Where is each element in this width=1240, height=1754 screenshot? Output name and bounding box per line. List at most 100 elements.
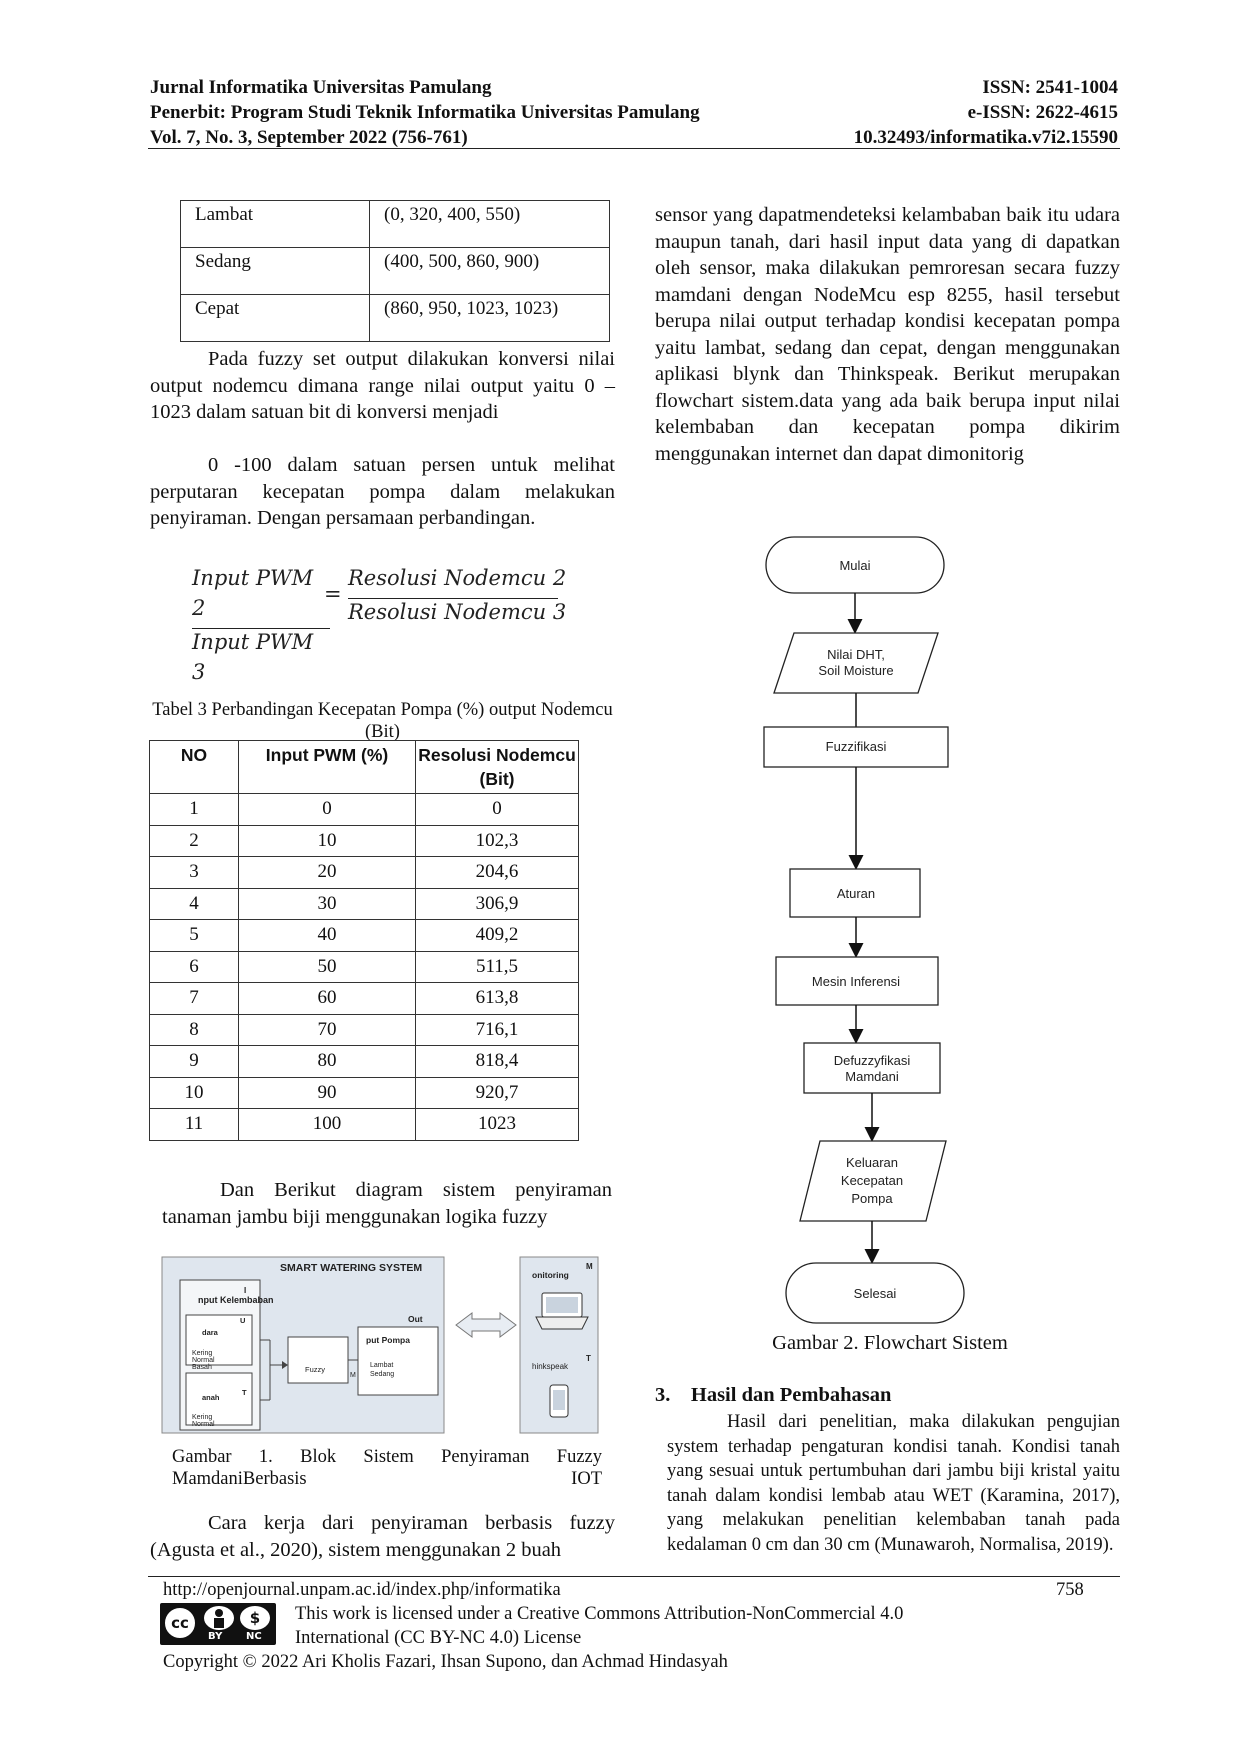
section-title: 3. Hasil dan Pembahasan [655,1384,892,1406]
udara-item: Kering [192,1350,212,1357]
table-cell: 4 [149,887,239,920]
fuzzification-box [763,726,949,768]
cc-license-badge[interactable]: cc $ BY NC [160,1603,276,1645]
paragraph-results: Hasil dari penelitian, maka dilakukan pe… [667,1412,1120,1555]
table-cell: 204,6 [415,856,579,889]
output-item: Lambat [370,1362,393,1369]
thingspeak-label: hinkspeak [532,1362,569,1371]
bidirectional-arrow [455,1312,517,1338]
output-label: Pompa [851,1191,893,1206]
table-cell: 10 [149,1076,239,1109]
column-header: Input PWM (%) [238,740,416,794]
issn: ISSN: 2541-1004 [982,77,1118,98]
table-cell: 10 [238,824,416,857]
table-cell: (400, 500, 860, 900) [369,247,610,295]
monitoring-label: onitoring [532,1270,569,1280]
formula-term: Input PWM [192,630,314,654]
table-cell: Sedang [180,247,370,295]
table-cell: 8 [149,1013,239,1046]
output-parallelogram [799,1140,947,1222]
thingspeak-mark: T [586,1354,591,1363]
table-row: Cepat (860, 950, 1023, 1023) [180,294,610,342]
formula-term: Resolusi Nodemcu 2 [348,566,567,590]
table-cell: 100 [238,1108,416,1141]
column-header: Resolusi Nodemcu (Bit) [415,740,579,794]
paragraph-fuzzy-output: Pada fuzzy set output dilakukan konversi… [150,348,615,423]
table-cell: 0 [415,793,579,826]
copyright: Copyright © 2022 Ari Kholis Fazari, Ihsa… [163,1652,728,1672]
inference-label: Mesin Inferensi [812,974,900,989]
u-mark: U [240,1316,245,1325]
doi: 10.32493/informatika.v7i2.15590 [853,127,1118,148]
inference-box [775,956,939,1006]
cc-text: cc [171,1614,189,1632]
table-row: Sedang (400, 500, 860, 900) [180,247,610,295]
table-cell: 70 [238,1013,416,1046]
fraction-bar [192,628,330,629]
ratio-formula: Input PWM 2 Input PWM 3 = Resolusi Nodem… [192,566,592,684]
i-mark: I [244,1286,246,1295]
formula-term: 3 [192,660,206,684]
paragraph-fuzzy-work: Cara kerja dari penyiraman berbasis fuzz… [150,1512,615,1561]
table-cell: 6 [149,950,239,983]
table-cell: (0, 320, 400, 550) [369,200,610,248]
footer-rule [148,1576,1120,1577]
paragraph-conversion: 0 -100 dalam satuan persen untuk melihat… [150,454,615,529]
defuzzification-box [803,1042,941,1094]
system-title: SMART WATERING SYSTEM [280,1262,422,1274]
figure1-caption-line: Gambar 1. Blok Sistem Penyiraman Fuzzy M… [172,1446,602,1490]
license-line: International (CC BY-NC 4.0) License [295,1628,582,1648]
rules-box [789,868,921,918]
formula-term: 2 [192,596,206,620]
journal-header-left: Jurnal Informatika Universitas Pamulang … [150,75,700,150]
license-text: This work is licensed under a Creative C… [295,1602,903,1650]
paragraph-sensor: sensor yang dapatmendeteksi kelambaban b… [655,204,1120,465]
nc-label: NC [246,1631,262,1642]
table-cell: 5 [149,919,239,952]
table-cell: (860, 950, 1023, 1023) [369,294,610,342]
table-cell: 1023 [415,1108,579,1141]
by-label: BY [208,1631,223,1642]
udara-label: dara [202,1328,219,1337]
formula-term: Resolusi Nodemcu 3 [348,600,567,624]
table-cell: 90 [238,1076,416,1109]
figure1-caption: Gambar 1. Blok Sistem Penyiraman Fuzzy M… [172,1447,602,1489]
table-cell: 1 [149,793,239,826]
output-label: Kecepatan [841,1173,903,1188]
paragraph-diagram-intro: Dan Berikut diagram sistem penyiraman ta… [162,1179,612,1228]
table-cell: 80 [238,1045,416,1078]
table-cell: 2 [149,824,239,857]
end-label: Selesai [854,1286,897,1301]
table-cell: 511,5 [415,950,579,983]
e-issn: e-ISSN: 2622-4615 [967,102,1118,123]
input-label: nput Kelembaban [198,1295,274,1305]
udara-item: Normal [192,1357,215,1364]
tanah-item: Normal [192,1421,215,1428]
tanah-label: anah [202,1393,220,1402]
t-mark: T [242,1388,247,1397]
input-label: Soil Moisture [818,663,893,678]
m-mark: M [350,1372,356,1379]
journal-url[interactable]: http://openjournal.unpam.ac.id/index.php… [163,1580,561,1600]
table-cell: 11 [149,1108,239,1141]
defuzzification-label: Defuzzyfikasi [834,1053,911,1068]
tanah-item: Kering [192,1414,212,1421]
table-cell: 3 [149,856,239,889]
fuzzy-label: Fuzzy [305,1365,325,1374]
start-label: Mulai [839,558,870,573]
table-cell: 102,3 [415,824,579,857]
table-cell: 30 [238,887,416,920]
table-cell: 306,9 [415,887,579,920]
table-cell: 60 [238,982,416,1015]
table-cell: 40 [238,919,416,952]
journal-header-right: ISSN: 2541-1004 e-ISSN: 2622-4615 10.324… [854,75,1118,150]
